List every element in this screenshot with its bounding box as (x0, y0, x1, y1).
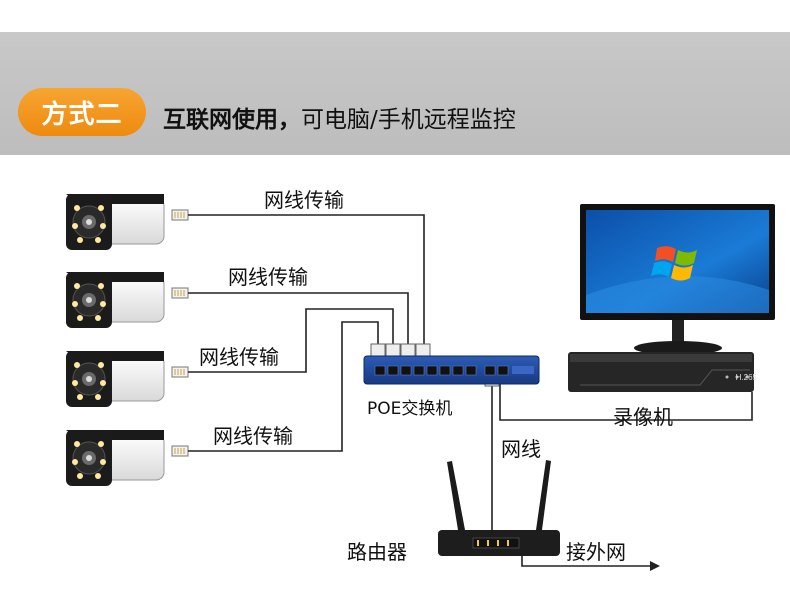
cable-label-1: 网线传输 (264, 188, 344, 212)
title-rest: 可电脑/手机远程监控 (301, 107, 516, 133)
cable-label-4: 网线传输 (213, 424, 293, 448)
camera-3-connector (171, 366, 189, 378)
poe-switch (363, 355, 540, 385)
poe-switch-label: POE交换机 (367, 399, 453, 419)
internet-label: 接外网 (566, 540, 626, 564)
page-title: 互联网使用，可电脑/手机远程监控 (163, 100, 516, 134)
camera-4-connector (171, 445, 189, 457)
method-badge: 方式二 (18, 88, 146, 136)
camera-3 (65, 350, 165, 408)
camera-1 (65, 193, 165, 251)
router (438, 460, 560, 556)
cable-label-3: 网线传输 (199, 345, 279, 369)
internet-arrow (650, 561, 660, 571)
title-bold: 互联网使用， (163, 107, 301, 133)
camera-2 (65, 271, 165, 329)
nvr-recorder: H.265 (568, 352, 758, 392)
nvr-label: 录像机 (613, 405, 673, 429)
camera-4 (65, 429, 165, 487)
router-label: 路由器 (347, 540, 407, 564)
monitor (580, 204, 775, 355)
windows-logo-icon (651, 246, 697, 281)
cable-lines (188, 214, 753, 567)
network-cable-label: 网线 (501, 437, 541, 461)
cable-label-2: 网线传输 (228, 265, 308, 289)
camera-2-connector (171, 287, 189, 299)
nvr-codec-label: H.265 (736, 373, 758, 382)
camera-1-connector (171, 209, 189, 221)
